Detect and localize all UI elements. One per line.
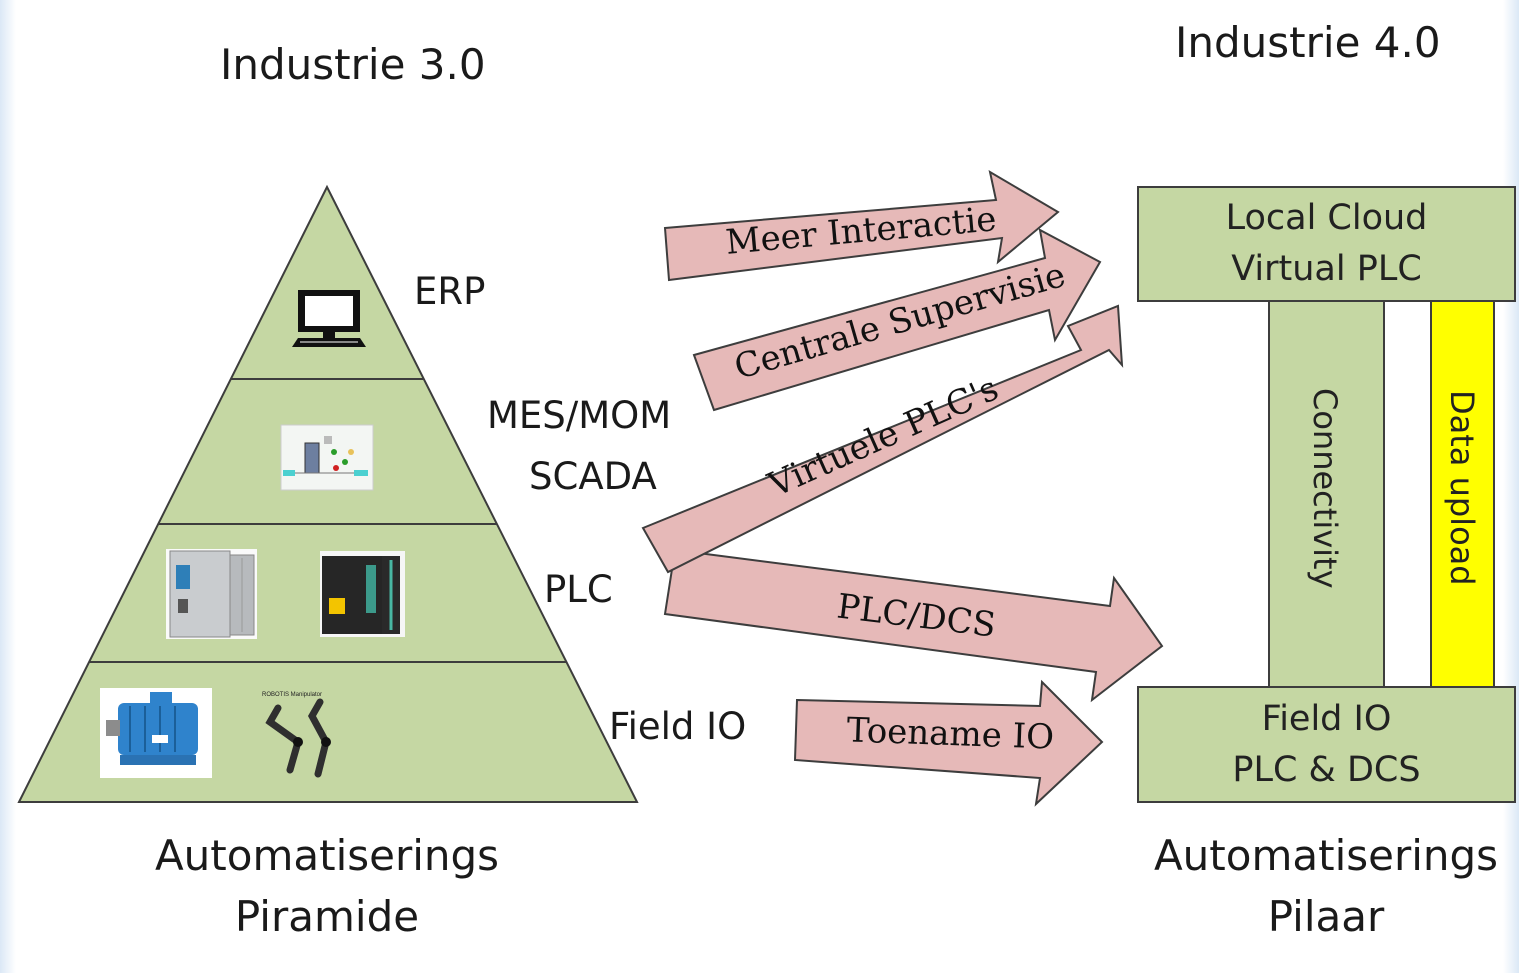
caption-piramide-line2: Piramide — [234, 891, 420, 941]
label-data-upload: Data upload — [1443, 390, 1481, 586]
arrow-meer-interactie — [663, 169, 1060, 282]
electric-motor-icon — [100, 688, 212, 778]
heading-industrie-3: Industrie 3.0 — [220, 40, 486, 89]
box-local-cloud-line1: Local Cloud — [1225, 198, 1428, 239]
pyramid — [17, 184, 639, 803]
layer-label-scada: SCADA — [529, 455, 657, 498]
arrow-plc-dcs — [663, 548, 1164, 703]
label-connectivity: Connectivity — [1306, 388, 1344, 589]
arrow-centrale-supervisie — [692, 228, 1102, 412]
box-local-cloud: Local Cloud Virtual PLC — [1137, 186, 1516, 302]
arrow-virtuele-plcs — [641, 304, 1124, 574]
arrow-toename-io — [793, 679, 1104, 807]
layer-label-erp: ERP — [414, 270, 486, 313]
robot-arm-icon: ROBOTIS Manipulator — [262, 692, 331, 778]
caption-pilaar: Automatiserings Pilaar — [1138, 826, 1514, 948]
box-field-io-line1: Field IO — [1261, 698, 1392, 739]
box-local-cloud-line2: Virtual PLC — [1231, 249, 1422, 289]
layer-label-plc: PLC — [544, 568, 613, 611]
arrow-label-centrale-supervisie: Centrale Supervisie — [730, 255, 1070, 388]
arrow-label-toename-io: Toename IO — [846, 710, 1055, 757]
layer-label-mes: MES/MOM — [487, 394, 672, 437]
box-field-io-line2: PLC & DCS — [1232, 749, 1421, 790]
caption-pilaar-line2: Pilaar — [1267, 891, 1385, 941]
plc-module-icon — [166, 549, 257, 639]
caption-pilaar-line1: Automatiserings — [1153, 831, 1499, 880]
caption-piramide: Automatiserings Piramide — [140, 826, 514, 948]
computer-icon — [292, 290, 366, 347]
scada-screen-icon — [280, 424, 374, 491]
pillar-connectivity — [1268, 299, 1385, 690]
caption-piramide-line1: Automatiserings — [154, 831, 500, 880]
svg-text:ROBOTIS Manipulator: ROBOTIS Manipulator — [262, 692, 322, 698]
box-field-io: Field IO PLC & DCS — [1137, 686, 1516, 803]
pillar-data-upload — [1430, 299, 1495, 690]
layer-label-field-io: Field IO — [609, 705, 747, 748]
arrow-label-virtuele-plcs: Virtuele PLC's — [762, 368, 1005, 505]
controller-module-icon — [320, 551, 405, 637]
heading-industrie-4: Industrie 4.0 — [1175, 18, 1441, 67]
